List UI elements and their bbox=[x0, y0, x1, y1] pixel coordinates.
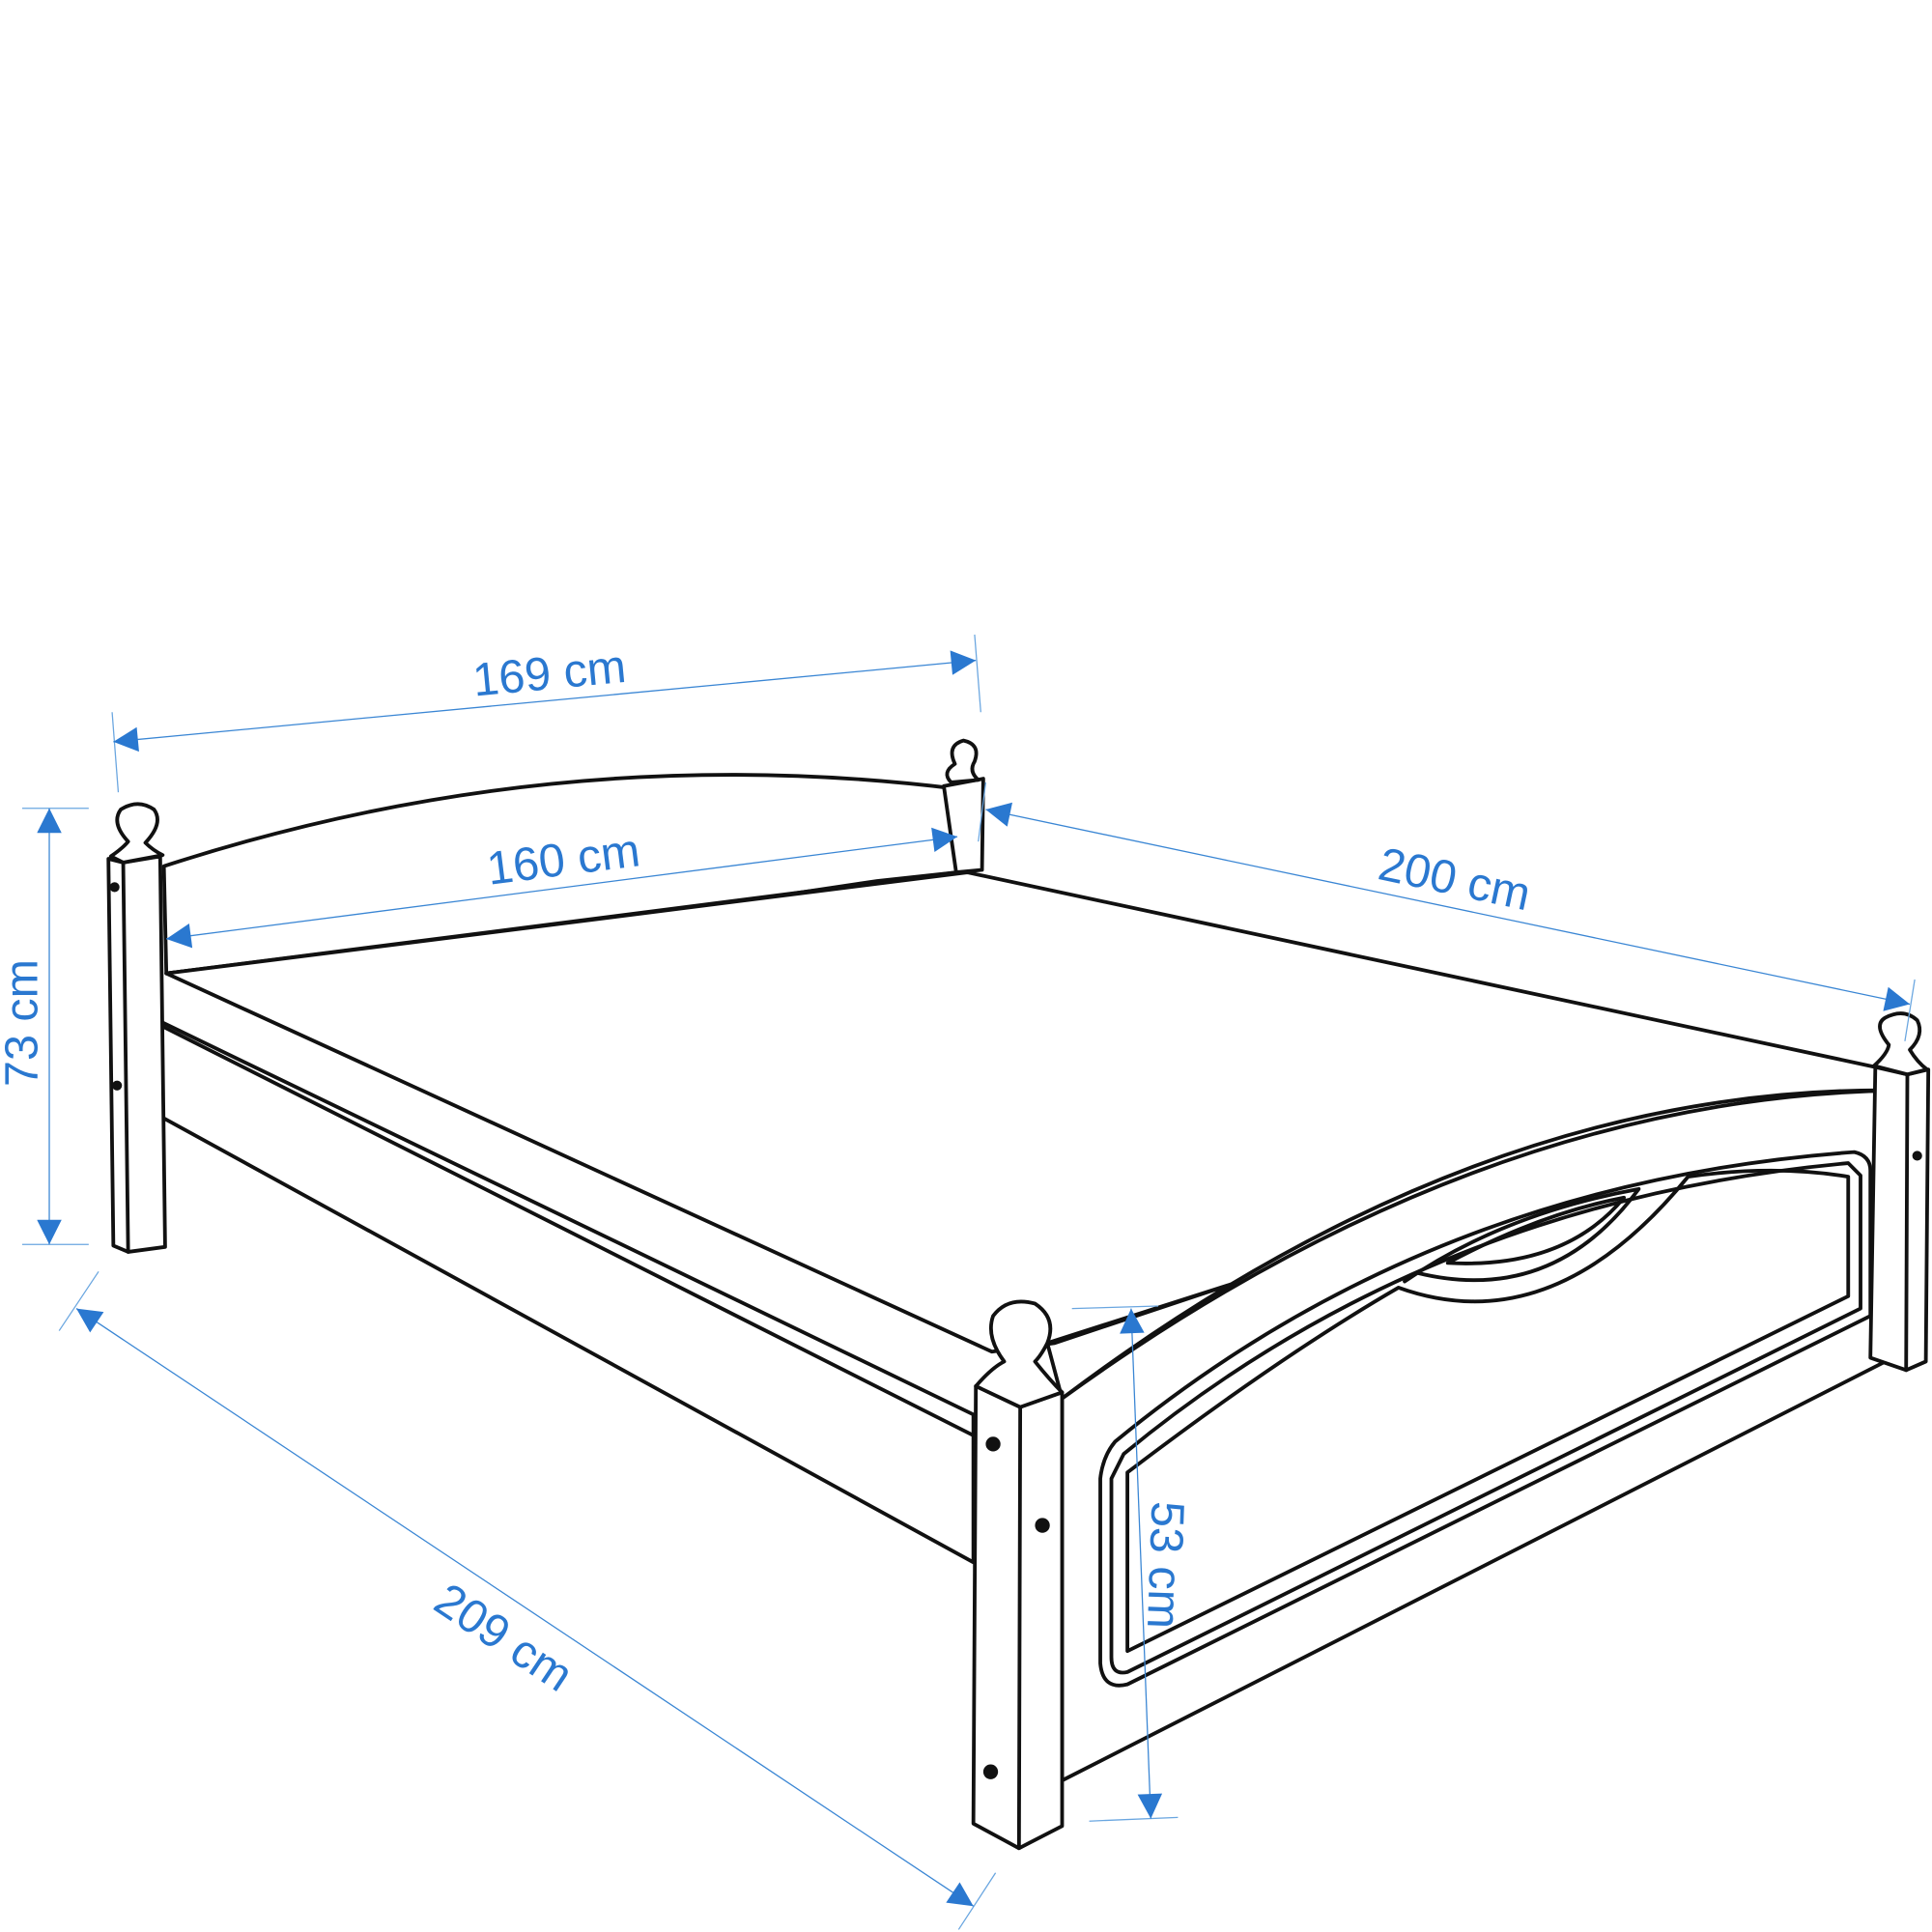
dimension-53: 53 cm bbox=[1071, 1305, 1194, 1822]
dimension-169: 169 cm bbox=[111, 634, 981, 793]
dimension-label-53: 53 cm bbox=[1137, 1500, 1194, 1630]
front-right-post bbox=[1868, 1011, 1931, 1373]
back-left-post bbox=[106, 802, 167, 1254]
dimension-73: 73 cm bbox=[0, 808, 89, 1245]
front-left-post bbox=[971, 1299, 1065, 1851]
dimension-label-73: 73 cm bbox=[0, 959, 47, 1087]
footboard bbox=[1060, 1088, 1900, 1783]
dimension-label-169: 169 cm bbox=[470, 640, 628, 707]
